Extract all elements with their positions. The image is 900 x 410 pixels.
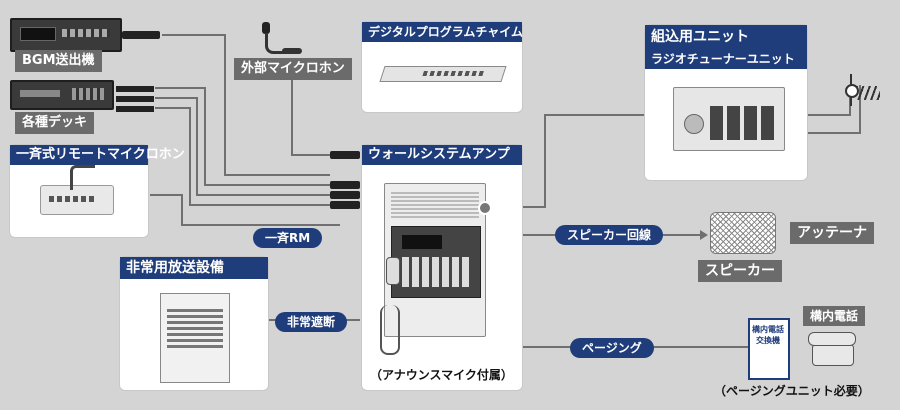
tuner-keypad <box>710 106 774 140</box>
amp-box <box>362 145 522 390</box>
external-mic-label: 外部マイクロホン <box>234 58 352 80</box>
emergency-box <box>120 257 268 390</box>
emergency-label: 非常用放送設備 <box>120 257 268 279</box>
chime-device <box>379 66 507 82</box>
paging-label: ページング <box>570 338 654 358</box>
remote-mic-gooseneck <box>70 165 95 190</box>
emergency-cut-label: 非常遮断 <box>275 312 348 332</box>
phone-icon <box>808 330 856 366</box>
amp-display <box>402 235 442 249</box>
amp-device <box>384 183 486 337</box>
antenna-label: アッテーナ <box>790 222 874 244</box>
amp-output-node <box>478 201 492 215</box>
antenna-node <box>845 84 859 98</box>
rca-plugs <box>116 84 154 112</box>
amp-panel <box>391 226 481 298</box>
bgm-label: BGM送出機 <box>15 50 102 72</box>
antenna-elements <box>856 86 880 100</box>
builtin-unit-label: 組込用ユニット <box>645 25 807 49</box>
chime-buttons <box>422 71 484 76</box>
announce-mic-cord <box>380 305 400 355</box>
speaker-label: スピーカー <box>698 260 782 282</box>
rm-connection-label: 一斉RM <box>253 228 323 248</box>
tuner-device <box>673 87 785 151</box>
emergency-device <box>160 293 230 383</box>
bgm-buttons <box>62 29 110 37</box>
exchange-box: 構内電話交換機 <box>748 318 790 380</box>
remote-mic-device <box>40 185 114 215</box>
external-mic-head <box>262 22 270 34</box>
decks-label: 各種デッキ <box>15 112 95 134</box>
remote-mic-label: 一斉式リモートマイクロホン <box>10 145 185 165</box>
amp-note: （アナウンスマイク付属） <box>370 368 513 382</box>
tuner-dial <box>684 114 704 134</box>
phone-handset <box>808 332 856 346</box>
speaker-line-label: スピーカー回線 <box>555 225 664 245</box>
bgm-display <box>20 27 56 41</box>
exchange-label: 構内電話交換機 <box>752 325 784 345</box>
remote-mic-buttons <box>49 196 97 202</box>
deck-device <box>10 80 114 110</box>
amp-grille <box>391 192 479 218</box>
external-mic-base <box>282 48 302 54</box>
emergency-panel <box>167 308 223 348</box>
deck-buttons <box>72 88 104 100</box>
announce-mic-icon <box>386 257 400 285</box>
deck-tray <box>20 90 60 97</box>
phone-note: （ページングユニット必要） <box>714 384 870 398</box>
amp-label: ウォールシステムアンプ <box>362 145 522 165</box>
phone-body <box>812 344 854 366</box>
speaker-icon <box>710 212 776 254</box>
external-mic-stand <box>265 33 290 54</box>
bgm-player-device <box>10 18 122 52</box>
phone-label: 構内電話 <box>803 306 866 326</box>
radio-tuner-label: ラジオチューナーユニット <box>645 49 807 69</box>
antenna-icon <box>840 70 884 110</box>
amp-keys <box>402 257 472 287</box>
chime-label: デジタルプログラムチャイム <box>362 22 523 42</box>
